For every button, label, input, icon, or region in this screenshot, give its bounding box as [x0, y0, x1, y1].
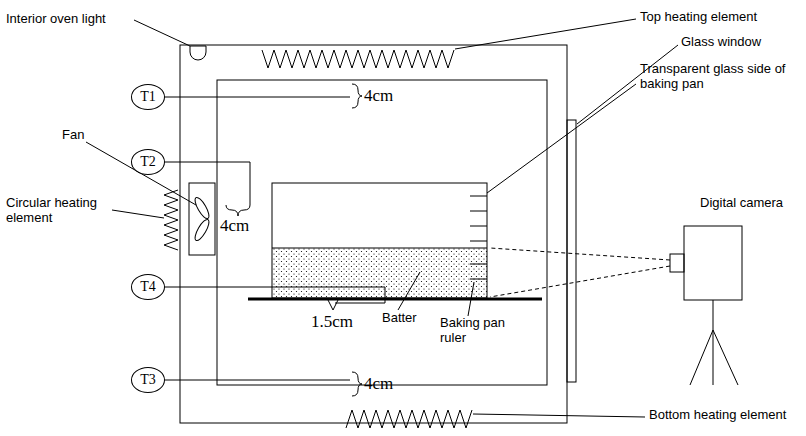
dimension-label: 4cm [220, 216, 249, 236]
fan-housing [189, 183, 215, 255]
top-heating-element [262, 50, 454, 68]
part-label: Digital camera [700, 196, 783, 211]
fan-blade [193, 218, 212, 243]
oven-light [190, 46, 206, 60]
part-label: Glass window [681, 35, 761, 50]
ruler-ticks [470, 196, 487, 279]
part-label: Transparent glass side of baking pan [640, 62, 790, 92]
sensor-label: T4 [140, 279, 156, 295]
part-label: Top heating element [640, 10, 757, 25]
camera-body [684, 226, 742, 300]
oven-body [180, 45, 567, 423]
oven-cavity [217, 80, 547, 385]
part-label: Interior oven light [6, 12, 106, 27]
sensor-label: T1 [140, 89, 156, 105]
oven-rack [248, 298, 542, 301]
sensor-circle: T2 [131, 149, 165, 175]
sensor-circle: T1 [131, 84, 165, 110]
circular-heating-element [164, 190, 178, 250]
part-label: Fan [62, 128, 84, 143]
glass-window [567, 120, 576, 382]
sensor-label: T2 [140, 154, 156, 170]
sensor-label: T3 [140, 372, 156, 388]
dimension-label: 4cm [364, 86, 393, 106]
bottom-heating-element [346, 410, 472, 428]
dimension-label: 4cm [364, 374, 393, 394]
sensor-circle: T4 [131, 274, 165, 300]
part-label: Batter [382, 311, 417, 326]
batter [272, 248, 487, 298]
part-label: Baking pan ruler [440, 316, 512, 346]
dimension-label: 1.5cm [311, 312, 353, 332]
part-label: Circular heating element [6, 196, 116, 226]
baking-pan [272, 183, 487, 298]
fan-blade [193, 196, 212, 221]
sensor-circle: T3 [131, 367, 165, 393]
part-label: Bottom heating element [649, 408, 786, 423]
camera-lens [670, 254, 684, 272]
